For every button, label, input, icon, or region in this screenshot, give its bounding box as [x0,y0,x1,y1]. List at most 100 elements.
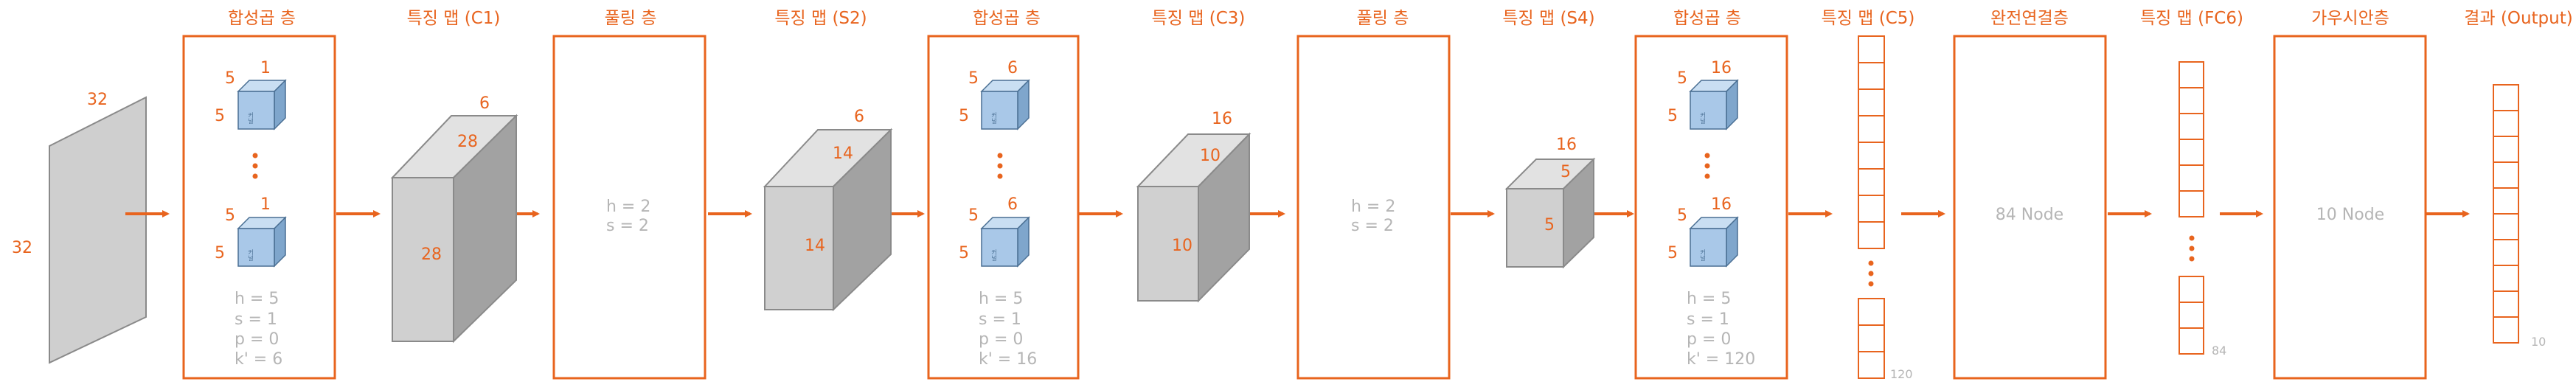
pool1-param-h: h = 2 [606,198,650,216]
fm-fc6-title: 특징 맵 (FC6) [2140,9,2243,28]
conv2-title: 합성곱 층 [973,9,1041,28]
output-cell [2493,213,2519,240]
conv3-kernel-bottom: 16 5 5 커널 [1667,195,1739,268]
fm-fc6-cell [2179,276,2204,303]
conv2-depth-bottom-label: 6 [1007,195,1018,214]
fm-c5-cell [1858,115,1885,143]
fm-c5-count-label: 120 [1890,367,1913,381]
fm-c5-cell [1858,324,1885,352]
conv2-kernel-w-bottom-label: 5 [959,244,969,262]
gauss-node-label: 10 Node [2316,206,2384,224]
conv2-param-h: h = 5 [979,290,1023,308]
conv3-ellipsis [1704,153,1710,179]
fm-c5-ellipsis [1868,260,1874,287]
output-cell [2493,161,2519,189]
conv2-kernel-top: 6 5 5 커널 [959,59,1030,130]
fm-c5-cell [1858,351,1885,379]
fm-c5-cells-top [1858,35,1885,249]
fm-c5-vector: 120 [1858,35,1913,381]
output-cell [2493,239,2519,266]
pool2-title: 풀링 층 [1357,9,1409,28]
fm-fc6-cell [2179,164,2204,192]
output-title: 결과 (Output) [2464,9,2572,28]
output-cells [2493,84,2519,344]
pool1-box: h = 2 s = 2 [552,35,707,380]
conv3-kernel-label-top: 커널 [1700,112,1707,124]
fm-fc6-cells-top [2179,61,2204,217]
fm-fc6-cell [2179,113,2204,140]
conv1-kernel-w-bottom-label: 5 [215,244,225,262]
conv1-kernel-top: 1 5 5 커널 [215,59,287,130]
fc-box: 84 Node [1953,35,2107,380]
fm-s4-size-a-label: 5 [1560,163,1571,181]
output-count-label: 10 [2531,335,2546,349]
gauss-title: 가우시안층 [2311,9,2389,28]
conv3-kernel-w-bottom-label: 5 [1667,244,1678,262]
conv1-kernel-label-top: 커널 [248,112,254,124]
conv1-depth-top-label: 1 [260,59,271,77]
pool1-title: 풀링 층 [605,9,657,28]
conv1-param-k: k' = 6 [235,350,282,369]
fm-c3-size-b-label: 10 [1172,237,1192,255]
conv3-kernel-h-top-label: 5 [1677,69,1687,88]
fm-c1-channels-label: 6 [479,94,490,113]
fm-c5-cell [1858,195,1885,223]
input-image: 32 32 [12,91,147,364]
conv1-param-s: s = 1 [235,310,277,329]
fm-s4-block: 16 5 5 [1504,136,1596,269]
conv2-kernel-label-bottom: 커널 [991,249,998,261]
conv3-box: 16 5 5 커널 16 5 5 커널 h = 5 s = 1 p = 0 k'… [1634,35,1788,380]
pool2-param-h: h = 2 [1351,198,1395,216]
fc-node-label: 84 Node [1996,206,2063,224]
fm-fc6-cell [2179,61,2204,88]
pool2-box: h = 2 s = 2 [1296,35,1451,380]
conv1-box: 1 5 5 커널 1 5 5 커널 h = 5 s = 1 p = 0 k' =… [182,35,336,380]
input-height-label: 32 [12,239,32,257]
fm-fc6-cell [2179,87,2204,114]
fm-fc6-ellipsis [2189,235,2195,262]
conv2-box: 6 5 5 커널 6 5 5 커널 h = 5 s = 1 p = 0 k' =… [927,35,1080,380]
conv1-title: 합성곱 층 [228,9,296,28]
output-cell [2493,265,2519,292]
conv3-param-k: k' = 120 [1687,350,1755,369]
pool1-param-s: s = 2 [606,217,649,235]
fm-fc6-vector: 84 [2179,61,2226,358]
conv1-kernel-h-bottom-label: 5 [225,206,235,225]
conv3-param-p: p = 0 [1687,330,1731,349]
conv1-param-p: p = 0 [235,330,279,349]
fm-c1-block: 6 28 28 [390,94,518,344]
conv3-kernel-w-top-label: 5 [1667,107,1678,125]
fm-c5-cell [1858,88,1885,116]
output-cell [2493,316,2519,344]
conv3-param-s: s = 1 [1687,310,1729,329]
fm-s4-channels-label: 16 [1556,136,1577,154]
input-width-label: 32 [87,91,108,109]
conv2-ellipsis [997,153,1003,179]
fm-s2-size-a-label: 14 [833,144,853,163]
fm-c3-title: 특징 맵 (C3) [1152,9,1246,28]
fm-s4-size-b-label: 5 [1544,216,1555,234]
fm-c3-channels-label: 16 [1212,110,1232,128]
conv1-kernel-bottom: 1 5 5 커널 [215,195,287,268]
conv1-depth-bottom-label: 1 [260,195,271,214]
conv1-param-h: h = 5 [235,290,279,308]
conv1-kernel-w-top-label: 5 [215,107,225,125]
conv2-param-p: p = 0 [979,330,1023,349]
fm-c5-cell [1858,142,1885,170]
fm-fc6-cell [2179,139,2204,166]
conv2-kernel-h-top-label: 5 [968,69,979,88]
fm-s2-block: 6 14 14 [763,108,893,312]
fm-s4-title: 특징 맵 (S4) [1502,9,1594,28]
conv2-kernel-bottom: 6 5 5 커널 [959,195,1030,268]
fc-title: 완전연결층 [1990,9,2069,28]
fm-c5-cell [1858,62,1885,90]
conv2-kernel-h-bottom-label: 5 [968,206,979,225]
fm-fc6-cell [2179,327,2204,355]
fm-fc6-cells-bottom [2179,276,2204,355]
conv1-kernel-h-top-label: 5 [225,69,235,88]
conv2-param-k: k' = 16 [979,350,1037,369]
conv3-kernel-label-bottom: 커널 [1700,249,1707,261]
fm-c5-cell [1858,298,1885,326]
conv3-param-h: h = 5 [1687,290,1731,308]
